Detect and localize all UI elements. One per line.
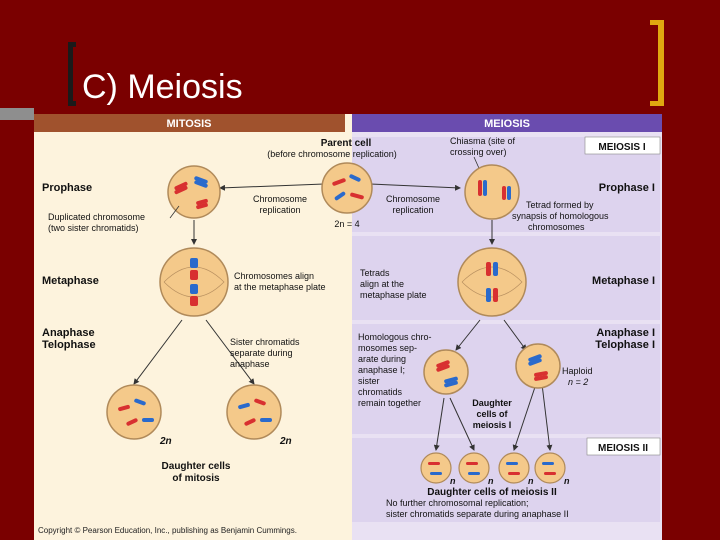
gray-accent-bar <box>0 108 34 120</box>
copyright-notice: Copyright © Pearson Education, Inc., pub… <box>38 526 297 535</box>
haploid-n-label: n = 2 <box>568 377 588 387</box>
meiosis-ii-cell-1 <box>420 452 452 484</box>
arrow-meiosis-ii-2 <box>449 397 475 451</box>
chiasma-label-2: crossing over) <box>450 147 507 157</box>
daughter-mitosis-label-1: Daughter cells <box>162 461 231 472</box>
mitosis-header-bar <box>34 114 345 132</box>
chrom-rep-left-2: replication <box>259 205 300 215</box>
homolog-label-7: remain together <box>358 398 421 408</box>
stage-prophase: Prophase <box>42 182 92 194</box>
arrow-to-meiosis-prophase <box>369 183 461 191</box>
figure-svg: MITOSIS MEIOSIS Parent cell (before chro… <box>34 114 662 540</box>
meiosis-i-label: MEIOSIS I <box>598 142 645 153</box>
meiosis-ii-box <box>586 437 661 456</box>
dup-chromosome-label-2: (two sister chromatids) <box>48 223 139 233</box>
align-label-1: Chromosomes align <box>234 271 314 281</box>
homolog-label-4: anaphase I; <box>358 365 405 375</box>
arrow-meiosis-ii-4 <box>541 383 553 451</box>
tetrad-label-3: chromosomes <box>528 222 585 232</box>
meiosis-header: MEIOSIS <box>484 118 530 130</box>
dup-chromosome-label-1: Duplicated chromosome <box>48 212 145 222</box>
daughter-mitosis-label-2: of mitosis <box>172 473 220 484</box>
two-n-left: 2n <box>159 436 172 447</box>
mitosis-prophase-cell <box>167 165 221 219</box>
tetrads-align-label-1: Tetrads <box>360 268 390 278</box>
meiosis-prophase-cell <box>464 164 520 220</box>
stage-metaphase-i: Metaphase I <box>592 275 655 287</box>
n-label-4: n <box>564 476 570 486</box>
daughter-meiosis-i-label-1: Daughter <box>472 398 512 408</box>
arrow-meiosis-ii-1 <box>433 397 445 451</box>
dup-chromosome-pointer <box>169 205 180 219</box>
daughter-meiosis-ii-label: Daughter cells of meiosis II <box>427 487 557 498</box>
mitosis-daughter-cell-right <box>226 384 282 440</box>
arrow-mitosis-anaphase-right <box>205 319 255 385</box>
meiosis-ii-cell-2 <box>458 452 490 484</box>
align-label-2: at the metaphase plate <box>234 282 326 292</box>
right-bracket-decoration <box>650 20 664 106</box>
tetrad-label-1: Tetrad formed by <box>526 200 594 210</box>
arrow-meiosis-i-right <box>503 319 527 351</box>
homolog-label-3: arate during <box>358 354 406 364</box>
n-label-3: n <box>528 476 534 486</box>
mitosis-metaphase-cell <box>159 247 229 317</box>
stage-anaphase-i: Anaphase I <box>596 327 655 339</box>
homolog-label-1: Homologous chro- <box>358 332 432 342</box>
stage-telophase: Telophase <box>42 339 96 351</box>
parent-cell-subtitle: (before chromosome replication) <box>267 149 397 159</box>
left-bracket-decoration <box>68 42 76 106</box>
stage-prophase-i: Prophase I <box>599 182 655 194</box>
chrom-rep-right-2: replication <box>392 205 433 215</box>
homolog-label-2: mosomes sep- <box>358 343 417 353</box>
meiosis-i-daughter-cell-right <box>515 343 561 389</box>
two-n-right: 2n <box>279 436 292 447</box>
meiosis-i-box <box>584 136 661 155</box>
parent-cell-title: Parent cell <box>321 138 372 149</box>
chiasma-label-1: Chiasma (site of <box>450 136 516 146</box>
n-label-2: n <box>488 476 494 486</box>
meiosis-metaphase-cell <box>457 247 527 317</box>
stage-anaphase: Anaphase <box>42 327 95 339</box>
meiosis-ii-cell-3 <box>498 452 530 484</box>
tetrads-align-label-3: metaphase plate <box>360 290 427 300</box>
stage-metaphase: Metaphase <box>42 275 99 287</box>
meiosis-i-daughter-cell-left <box>423 349 469 395</box>
homolog-label-5: sister <box>358 376 380 386</box>
homolog-label-6: chromatids <box>358 387 403 397</box>
daughter-meiosis-i-label-3: meiosis I <box>473 420 512 430</box>
ploidy-label: 2n = 4 <box>334 219 359 229</box>
sister-sep-label-3: anaphase <box>230 359 270 369</box>
stage-telophase-i: Telophase I <box>595 339 655 351</box>
arrow-to-mitosis-prophase <box>219 183 325 191</box>
sister-sep-label-2: separate during <box>230 348 293 358</box>
tetrads-align-label-2: align at the <box>360 279 404 289</box>
arrow-meiosis-i-left <box>455 319 481 351</box>
sister-sep-label-1: Sister chromatids <box>230 337 300 347</box>
parent-cell <box>321 162 373 214</box>
chrom-rep-left-1: Chromosome <box>253 194 307 204</box>
meiosis-header-bar <box>352 114 662 132</box>
arrow-mitosis-anaphase-left <box>133 319 183 385</box>
mitosis-daughter-cell-left <box>106 384 162 440</box>
slide-title: C) Meiosis <box>82 68 243 106</box>
mitosis-meiosis-figure: MITOSIS MEIOSIS Parent cell (before chro… <box>34 114 662 540</box>
haploid-label: Haploid <box>562 366 593 376</box>
no-further-label-2: sister chromatids separate during anapha… <box>386 509 569 519</box>
chrom-rep-right-1: Chromosome <box>386 194 440 204</box>
meiosis-ii-label: MEIOSIS II <box>598 443 648 454</box>
tetrad-label-2: synapsis of homologous <box>512 211 609 221</box>
no-further-label-1: No further chromosomal replication; <box>386 498 529 508</box>
mitosis-header: MITOSIS <box>166 118 211 130</box>
arrow-meiosis-ii-3 <box>512 383 537 451</box>
meiosis-anaphase-panel <box>352 324 660 434</box>
n-label-1: n <box>450 476 456 486</box>
meiosis-ii-cell-4 <box>534 452 566 484</box>
daughter-meiosis-i-label-2: cells of <box>476 409 508 419</box>
